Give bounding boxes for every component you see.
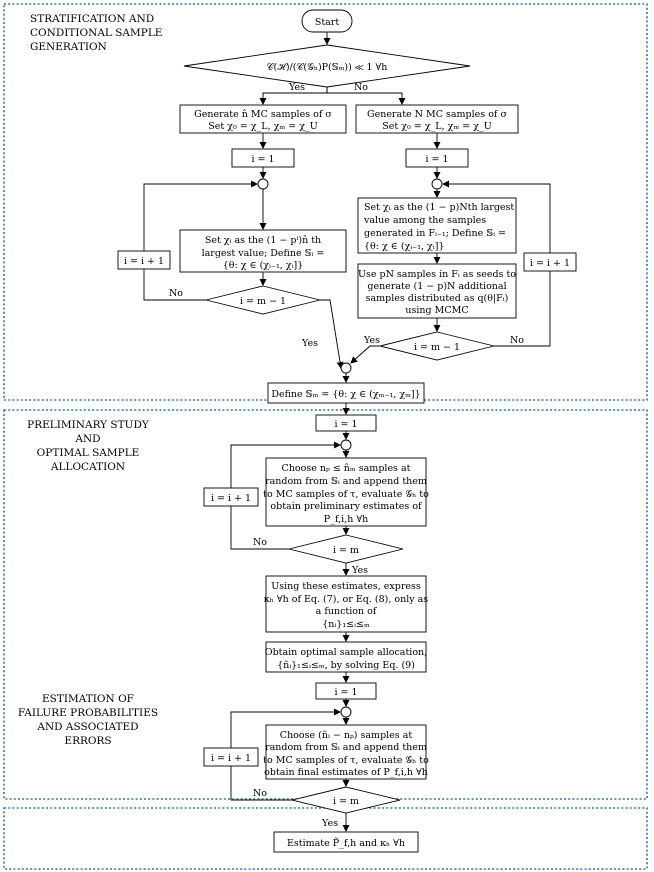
inc-right-label: i = i + 1 [530,258,570,269]
section2-title-line1: PRELIMINARY STUDY [27,419,150,431]
s3-init-label: i = 1 [334,687,357,698]
init-right-label: i = 1 [425,154,448,165]
no-label-right1: No [510,335,524,346]
choose-final-box [265,724,427,780]
inc-right-box [523,252,577,272]
section3-title-line2: FAILURE PROBABILITIES [18,707,158,719]
section1-title-line1: STRATIFICATION AND [30,13,154,25]
s2-init-label: i = 1 [334,419,357,430]
express-line1: Using these estimates, express [271,581,421,592]
section2-title-line4: ALLOCATION [50,461,125,473]
s2-condition-label: i = m [333,545,359,556]
mcmc-line4: using MCMC [405,305,468,316]
cost-condition-label: 𝒞(ℋ)/(𝒞(𝒢ₕ)P(𝕊ₘ)) ≪ 1 ∀h [267,62,388,73]
section-frame-estimation [3,807,648,870]
choose-np-line5: P_f,i,h ∀h [324,514,368,525]
init-left-label: i = 1 [251,154,274,165]
generate-right-box [355,104,519,134]
section2-title-line3: OPTIMAL SAMPLE [37,447,140,459]
generate-right-line2: Set χ₀ = χ_L, χₘ = χ_U [382,121,491,132]
start-label: Start [315,17,340,28]
s2-inc-box [203,487,259,507]
generate-right-line1: Generate N MC samples of σ [367,109,507,120]
mcmc-box [357,263,517,319]
optimal-line2: {ñᵢ}₁≤ᵢ≤ₘ, by solving Eq. (9) [277,660,415,671]
right-set-box [357,197,517,254]
right-set-line3: generated in Fᵢ₋₁; Define 𝕊ᵢ = [364,228,506,239]
choose-np-line4: obtain preliminary estimates of [270,501,423,512]
optimal-box [265,641,427,673]
right-set-line1: Set χᵢ as the (1 − p)Nth largest [364,202,514,213]
define-sm-label: Define 𝕊ₘ = {θ: χ ∈ (χₘ₋₁, χₘ]} [271,389,420,400]
s3-inc-label: i = i + 1 [211,753,251,764]
choose-final-line2: random from 𝕊ᵢ and append them [265,742,427,753]
left-loop-condition-diamond [205,285,321,315]
inc-left-label: i = i + 1 [124,256,164,267]
express-line4: {nᵢ}₁≤ᵢ≤ₘ [322,619,370,630]
no-label-s2: No [253,537,267,548]
right-loop-condition-label: i = m − 1 [414,342,460,353]
choose-final-line3: to MC samples of τ, evaluate 𝒢ₕ to [263,755,429,766]
generate-left-line2: Set χ₀ = χ_L, χₘ = χ_U [208,121,317,132]
merge-junction [340,362,352,374]
right-loop-condition-diamond [379,331,495,361]
s2-inc-label: i = i + 1 [211,493,251,504]
left-loop-condition-label: i = m − 1 [240,296,286,307]
left-set-line1: Set χᵢ as the (1 − pⁱ)n̂ th [205,235,321,246]
left-set-line2: largest value; Define 𝕊ᵢ = [202,248,325,259]
left-set-box [179,229,347,273]
arrow-right-yes [350,345,380,364]
mcmc-line2: generate (1 − p)N additional [367,281,506,292]
mcmc-line3: samples distributed as q(θ|Fᵢ) [366,293,509,304]
generate-left-box [179,104,347,134]
s3-inc-box [203,747,259,767]
section2-title-line2: AND [74,433,100,445]
section3-title-line4: ERRORS [64,735,111,747]
express-box [265,575,427,633]
arrow-no-branch [326,87,406,105]
choose-final-line1: Choose (ñᵢ − nₚ) samples at [280,730,413,741]
express-line3: a function of [316,606,378,617]
no-label-s3: No [253,788,267,799]
arrow-left-no-loop [143,180,258,301]
arrow-left-yes [320,299,344,369]
inc-left-box [117,250,171,270]
right-set-line4: {θ: χ ∈ (χᵢ₋₁, χᵢ]} [364,241,444,252]
yes-label-s3: Yes [321,818,338,829]
yes-label-1: Yes [288,82,305,93]
s3-junction [340,706,352,718]
express-line2: κₕ ∀h of Eq. (7), or Eq. (8), only as [264,594,429,605]
section3-title-line3: AND ASSOCIATED [36,721,138,733]
optimal-line1: Obtain optimal sample allocation, [265,647,427,658]
choose-np-line1: Choose nₚ ≤ n̂ₘ samples at [282,463,411,474]
no-label-left1: No [169,288,183,299]
no-label-1: No [354,82,368,93]
yes-label-s2: Yes [351,565,368,576]
junction-left [257,178,269,190]
estimate-label: Estimate P̃_f,h and κₕ ∀h [287,837,405,849]
junction-right [431,178,443,190]
section-frame-stratification [3,3,648,401]
choose-final-line4: obtain final estimates of P_f,i,h ∀h [264,767,428,778]
section3-title-line1: ESTIMATION OF [42,693,134,705]
yes-label-left1: Yes [301,338,318,349]
left-set-line3: {θ: χ ∈ (χᵢ₋₁, χᵢ]} [223,260,303,271]
s3-condition-label: i = m [333,796,359,807]
section1-title-line2: CONDITIONAL SAMPLE [30,27,162,39]
s2-junction [340,439,352,451]
estimate-box [273,831,419,853]
right-set-line2: value among the samples [363,215,486,226]
section1-title-line3: GENERATION [30,41,107,53]
choose-np-line2: random from 𝕊ᵢ and append them [265,476,427,487]
generate-left-line1: Generate n̂ MC samples of σ [194,109,332,120]
mcmc-line1: Use pN samples in Fᵢ as seeds to [358,269,516,280]
choose-np-box [265,457,427,527]
yes-label-right1: Yes [363,335,380,346]
choose-np-line3: to MC samples of τ, evaluate 𝒢ₕ to [263,489,429,500]
